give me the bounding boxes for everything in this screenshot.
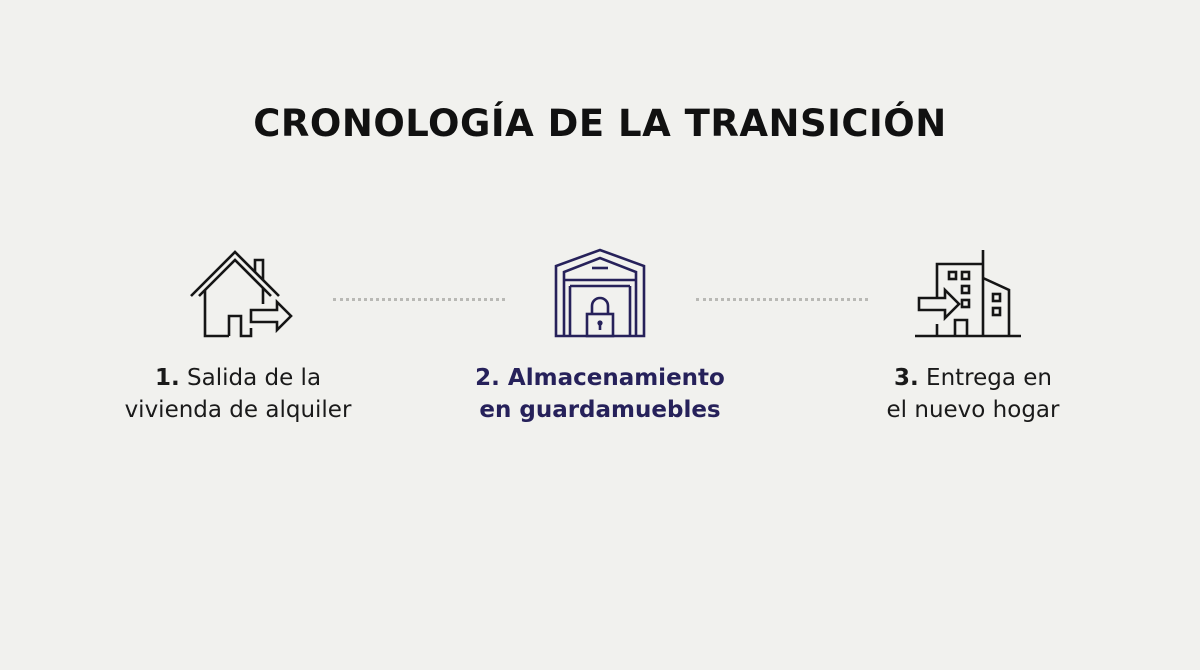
storage-unit-lock-icon	[545, 244, 655, 342]
house-exit-icon	[185, 244, 295, 342]
page-title: CRONOLOGÍA DE LA TRANSICIÓN	[253, 102, 947, 145]
timeline-connector	[696, 298, 868, 301]
step-label-almacenamiento: 2. Almacenamiento en guardamuebles	[475, 365, 725, 423]
step-label-entrega: 3. Entrega en el nuevo hogar	[886, 365, 1060, 423]
building-enter-icon	[913, 244, 1023, 342]
timeline-connector	[333, 298, 505, 301]
step-label-salida: 1. Salida de la vivienda de alquiler	[124, 365, 352, 423]
